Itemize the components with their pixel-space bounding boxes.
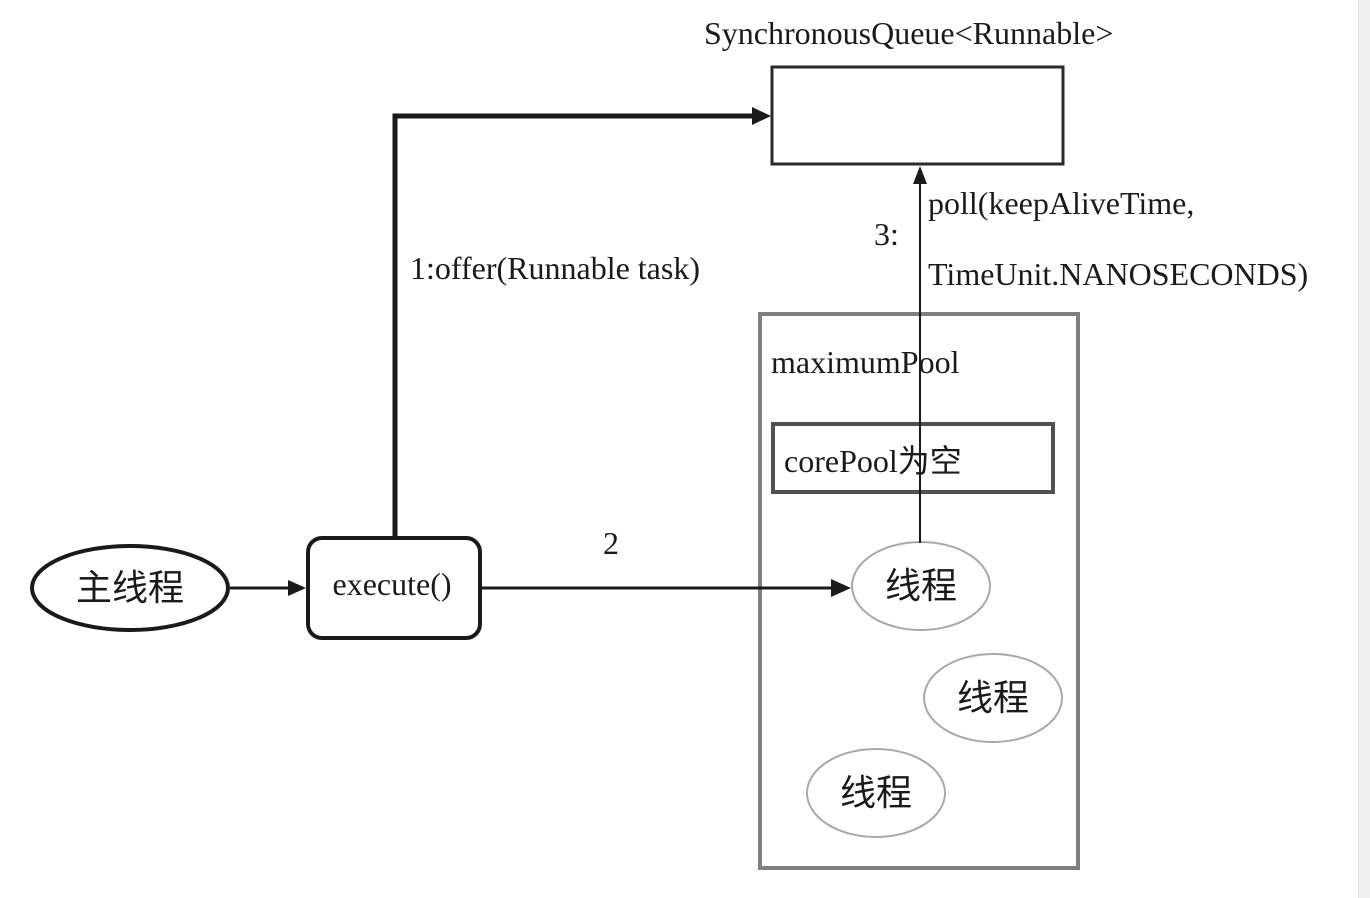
core-pool-label: corePool为空 (784, 443, 962, 479)
poll-label-line2: TimeUnit.NANOSECONDS) (928, 256, 1309, 292)
poll-arrow-head (913, 166, 927, 184)
poll-label-line1: poll(keepAliveTime, (928, 185, 1195, 221)
thread-node-2 (923, 653, 1063, 743)
offer-label: 1:offer(Runnable task) (410, 250, 700, 286)
scrollbar-track[interactable] (1358, 0, 1370, 898)
execute-label: execute() (332, 566, 452, 602)
main-to-execute-arrow-head (288, 580, 306, 596)
offer-arrow (392, 113, 756, 538)
execute-to-thread-arrow-head (831, 579, 851, 597)
thread-label-2: 线程 (956, 678, 1029, 718)
core-pool-box (771, 422, 1055, 494)
thread-node-3 (806, 748, 946, 838)
main-thread-node (30, 544, 230, 632)
synchronous-queue-box (770, 65, 1065, 166)
offer-arrow-head (752, 107, 771, 125)
main-thread-label: 主线程 (75, 568, 184, 608)
thread-label-3: 线程 (839, 773, 912, 813)
thread-label-1: 线程 (884, 566, 957, 606)
maximum-pool-title: maximumPool (771, 344, 960, 380)
direct-label: 2 (603, 525, 619, 561)
poll-step-label: 3: (874, 216, 899, 252)
queue-title: SynchronousQueue<Runnable> (704, 15, 1114, 51)
